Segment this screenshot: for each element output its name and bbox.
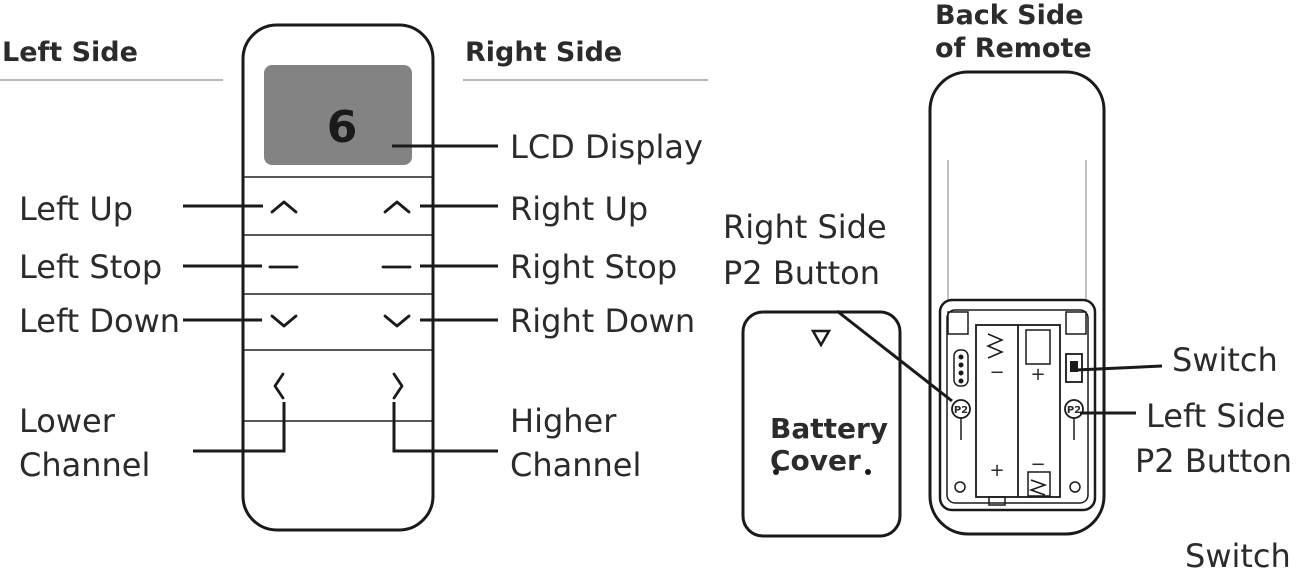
front-leader-lines bbox=[183, 144, 498, 453]
lower-channel-button[interactable] bbox=[255, 362, 315, 412]
polarity-minus: − bbox=[989, 362, 1004, 383]
leader-lower-channel bbox=[193, 402, 286, 453]
chevron-up-icon bbox=[383, 200, 411, 214]
heading-back-side-line1: Back Side bbox=[935, 0, 1084, 31]
label-left-up: Left Up bbox=[19, 190, 133, 228]
label-switch: Switch bbox=[1172, 341, 1278, 379]
dot bbox=[865, 469, 871, 475]
lcd-display bbox=[264, 65, 412, 165]
remote-back: − + + − P2 P2 bbox=[928, 70, 1106, 536]
heading-back-side-line2: of Remote bbox=[935, 33, 1092, 64]
screw-icon bbox=[954, 481, 966, 493]
indicator-strip bbox=[953, 349, 969, 387]
right-up-button[interactable] bbox=[367, 186, 427, 226]
svg-text:P2: P2 bbox=[1067, 405, 1081, 416]
left-up-button[interactable] bbox=[255, 186, 315, 226]
higher-channel-button[interactable] bbox=[367, 362, 427, 412]
label-right-stop: Right Stop bbox=[510, 248, 677, 286]
label-right-down: Right Down bbox=[510, 302, 695, 340]
lcd-value: 6 bbox=[327, 102, 358, 153]
p2-button-left-side[interactable]: P2 bbox=[1064, 399, 1084, 440]
right-stop-button[interactable] bbox=[367, 246, 427, 286]
remote-front: 6 bbox=[241, 23, 435, 532]
left-stop-button[interactable] bbox=[255, 246, 315, 286]
right-down-button[interactable] bbox=[367, 302, 427, 342]
chevron-down-icon bbox=[383, 314, 411, 328]
spring-icon bbox=[986, 333, 1004, 359]
label-switch-bottom: Switch bbox=[1185, 537, 1291, 575]
polarity-minus: − bbox=[1030, 454, 1045, 475]
svg-text:P2: P2 bbox=[954, 405, 968, 416]
screw-icon bbox=[1069, 481, 1081, 493]
chevron-up-icon bbox=[270, 200, 298, 214]
triangle-arrow-icon bbox=[810, 329, 832, 348]
chevron-down-icon bbox=[270, 314, 298, 328]
label-higher-channel-line1: Higher bbox=[510, 402, 617, 440]
left-down-button[interactable] bbox=[255, 302, 315, 342]
heading-right-side: Right Side bbox=[465, 37, 622, 68]
polarity-plus: + bbox=[1030, 364, 1045, 385]
label-left-p2-line2: P2 Button bbox=[1135, 442, 1292, 480]
label-lower-channel-line2: Channel bbox=[19, 446, 150, 484]
label-left-p2-line1: Left Side bbox=[1146, 397, 1286, 435]
battery-cover-label-line2: Cover bbox=[770, 444, 861, 477]
battery-cover: Battery Cover bbox=[741, 310, 902, 538]
leader-higher-channel bbox=[392, 402, 498, 453]
leader-switch bbox=[1075, 364, 1163, 372]
label-lcd-display: LCD Display bbox=[510, 128, 703, 166]
label-lower-channel-line1: Lower bbox=[19, 402, 116, 440]
p2-button-right-side[interactable]: P2 bbox=[951, 399, 971, 440]
label-right-p2-line1: Right Side bbox=[723, 208, 887, 246]
polarity-plus: + bbox=[989, 460, 1004, 481]
label-right-up: Right Up bbox=[510, 190, 648, 228]
label-higher-channel-line2: Channel bbox=[510, 446, 641, 484]
chevron-left-icon bbox=[273, 372, 285, 400]
label-left-stop: Left Stop bbox=[19, 248, 162, 286]
heading-left-side: Left Side bbox=[2, 37, 138, 68]
back-leader-lines bbox=[836, 309, 1163, 415]
leader-right-p2 bbox=[836, 309, 953, 403]
label-left-down: Left Down bbox=[19, 302, 180, 340]
spring-icon bbox=[1028, 479, 1048, 496]
battery-terminal bbox=[1025, 329, 1051, 365]
chevron-right-icon bbox=[392, 372, 404, 400]
switch-toggle[interactable] bbox=[1065, 353, 1083, 383]
label-right-p2-line2: P2 Button bbox=[723, 254, 880, 292]
battery-terminal bbox=[1027, 471, 1051, 497]
dot bbox=[773, 469, 779, 475]
battery-cover-label-line1: Battery bbox=[770, 412, 888, 445]
battery-cover-body bbox=[741, 310, 902, 538]
